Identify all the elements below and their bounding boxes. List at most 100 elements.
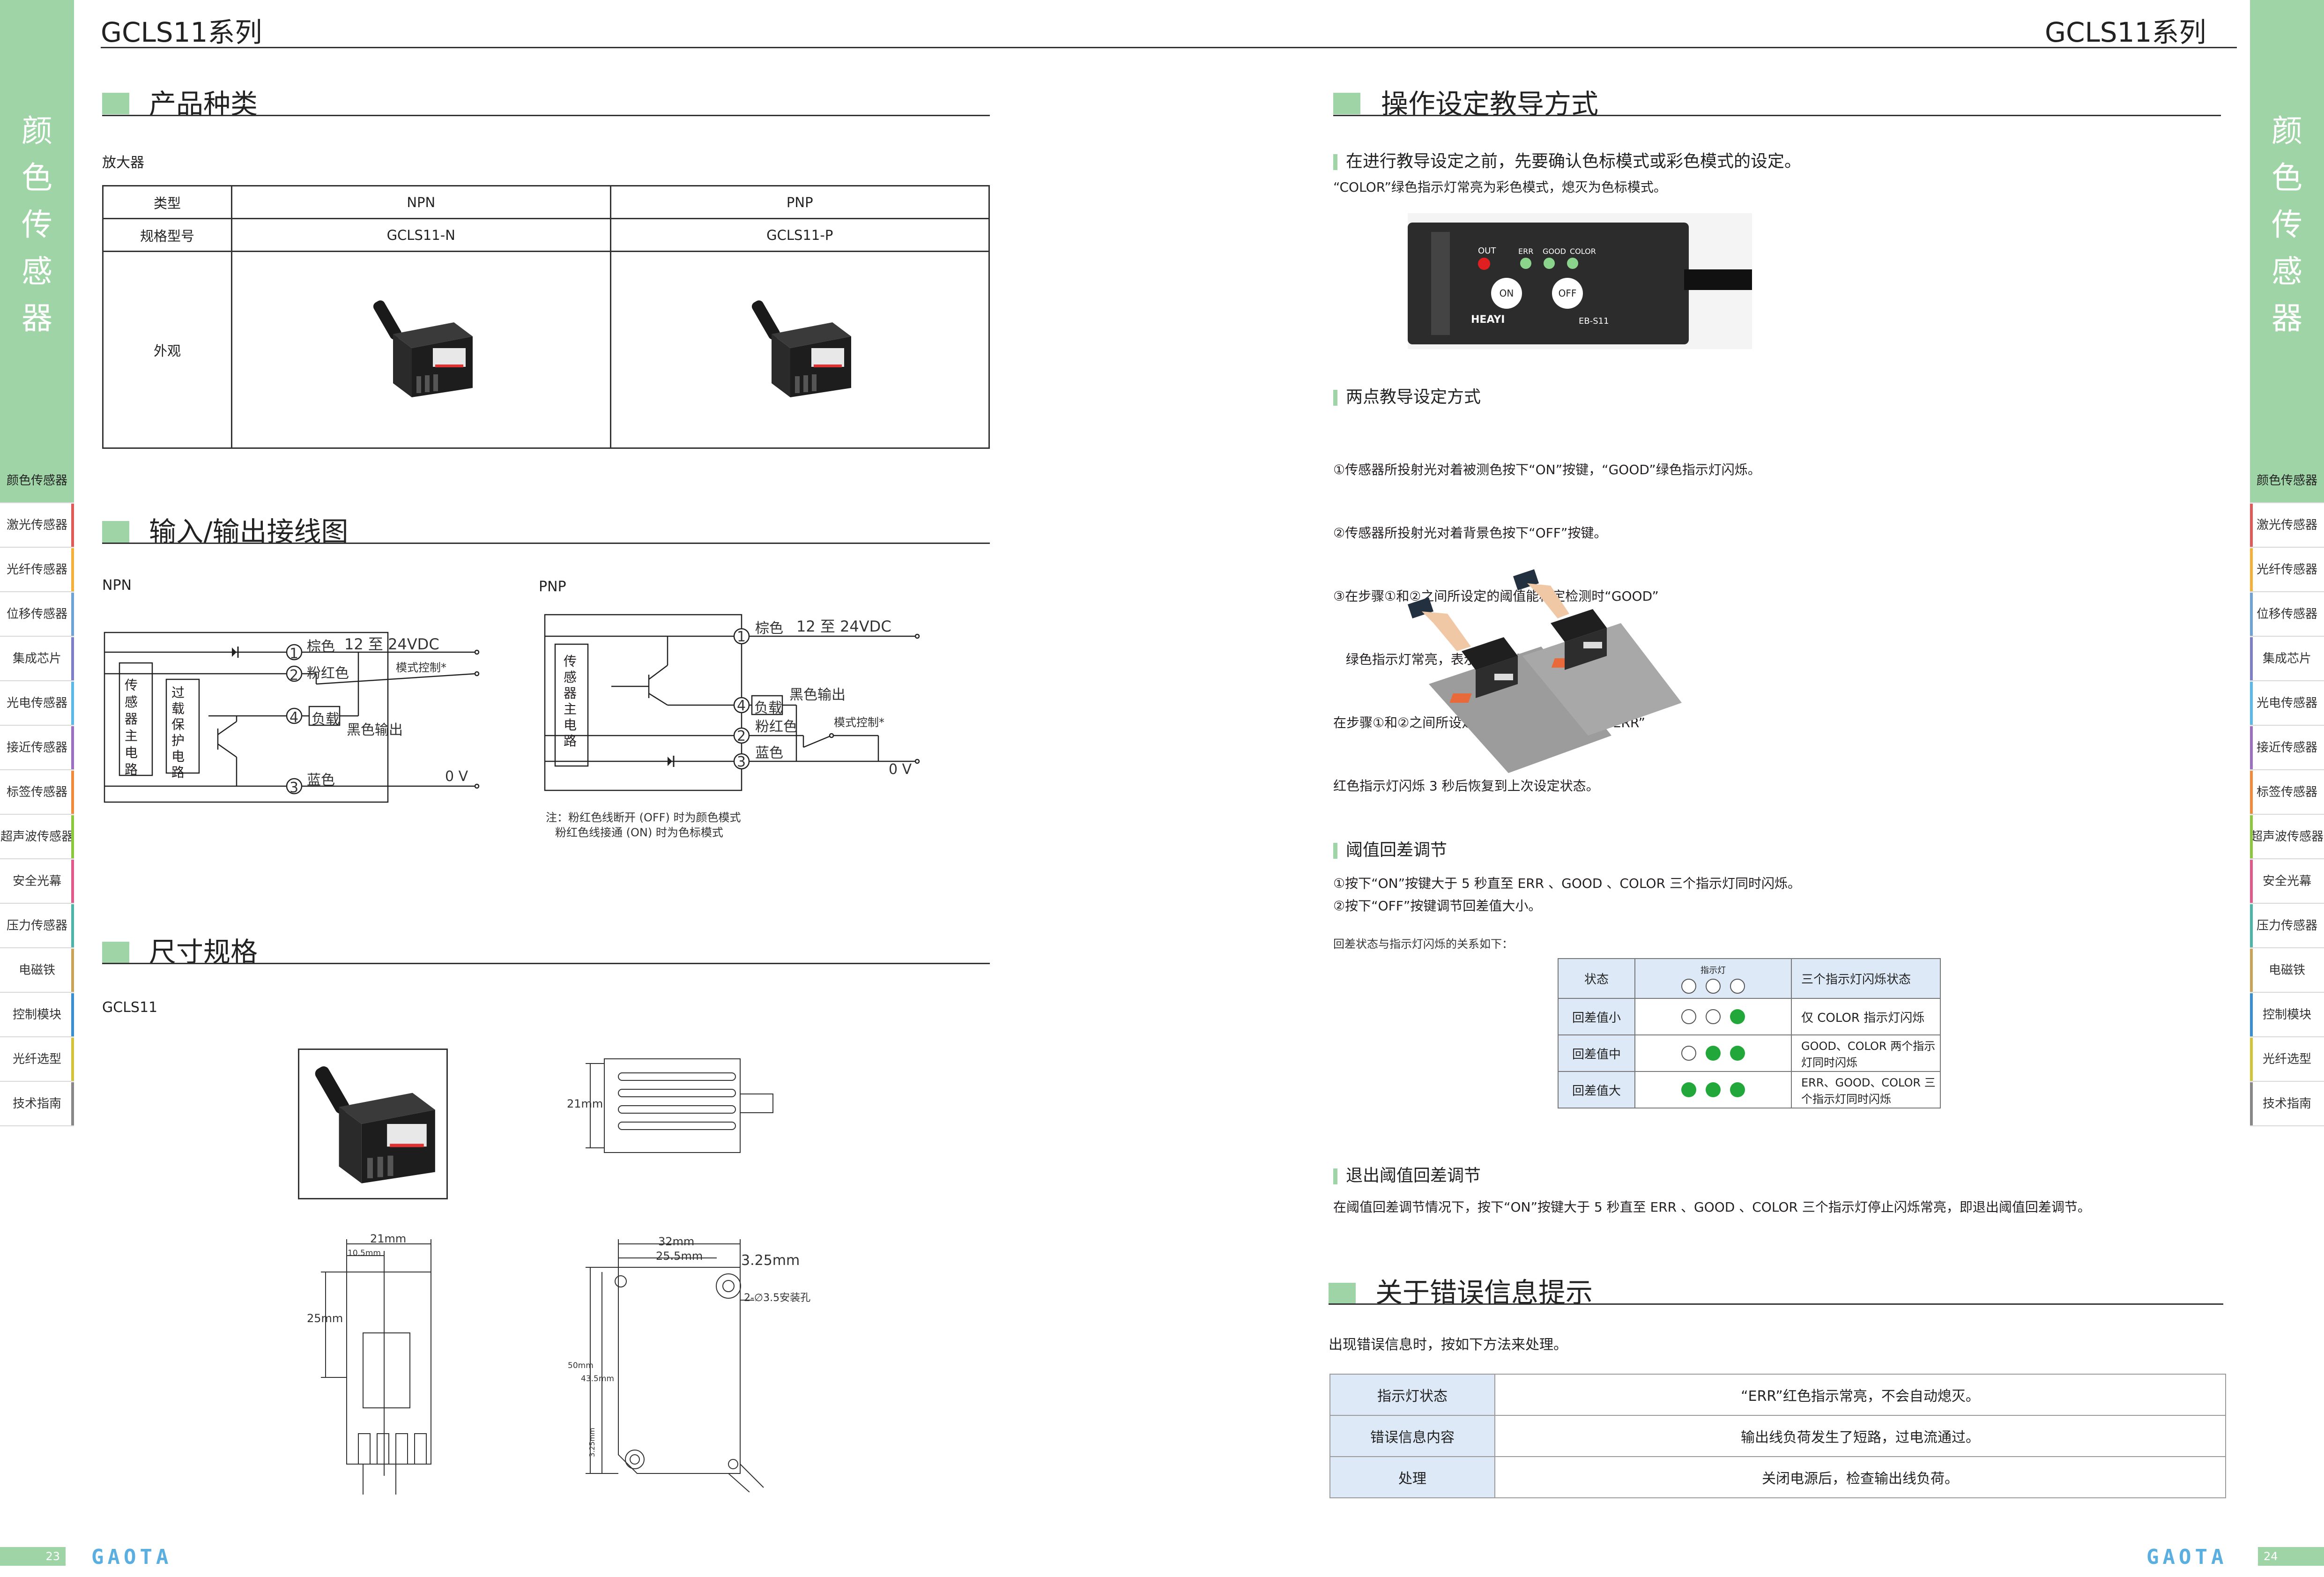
pnp-blue: 蓝色 <box>755 745 783 761</box>
brand-logo-right: GAOTA <box>2146 1545 2227 1569</box>
sidebar-item[interactable]: 技术指南 <box>0 1082 74 1126</box>
right-sidebar: 颜 色 传 感 器 颜色传感器激光传感器光纤传感器位移传感器集成芯片光电传感器接… <box>2250 0 2324 1577</box>
sensor-photo-pnp <box>752 300 852 397</box>
sidebar-item[interactable]: 控制模块 <box>2250 993 2324 1037</box>
device-on-button[interactable]: ON <box>1491 278 1522 309</box>
section-rule <box>1333 115 2221 116</box>
led-icon <box>1730 1009 1745 1024</box>
device-model: EB-S11 <box>1579 316 1609 326</box>
device-off-button[interactable]: OFF <box>1552 278 1583 309</box>
sidebar-item-label: 控制模块 <box>2262 1008 2311 1022</box>
teach-intro-heading: 在进行教导设定之前，先要确认色标模式或彩色模式的设定。 <box>1333 148 1801 172</box>
dim-25-5mm: 25.5mm <box>656 1250 703 1263</box>
sidebar-item[interactable]: 位移传感器 <box>2250 593 2324 637</box>
sidebar-item[interactable]: 集成芯片 <box>2250 637 2324 681</box>
cell-npn: NPN <box>231 185 611 219</box>
dim-32mm: 32mm <box>658 1235 695 1248</box>
npn-pin1: 1 <box>290 646 299 662</box>
sidebar-item-label: 位移传感器 <box>2256 607 2317 621</box>
table-row: 指示灯状态 “ERR”红色指示常亮，不会自动熄灭。 <box>1329 1374 2226 1416</box>
color-led <box>1567 258 1578 269</box>
sidebar-item[interactable]: 超声波传感器 <box>2250 815 2324 859</box>
sidebar-item-label: 安全光幕 <box>12 874 61 888</box>
sidebar-item[interactable]: 光电传感器 <box>0 682 74 726</box>
header-rule <box>101 47 2237 48</box>
sidebar-item[interactable]: 接近传感器 <box>2250 726 2324 770</box>
pnp-mode: 模式控制* <box>834 716 884 729</box>
sidebar-item-color-bar <box>71 548 74 591</box>
section-rule <box>1329 1303 2223 1305</box>
sidebar-item[interactable]: 光纤选型 <box>2250 1038 2324 1082</box>
sidebar-item[interactable]: 光纤传感器 <box>0 548 74 592</box>
device-image: OUT ERR GOOD COLOR ON OFF HEAYI EB-S11 <box>1408 213 1752 349</box>
pnp-pink: 粉红色 <box>755 719 797 735</box>
sidebar-item[interactable]: 光纤选型 <box>0 1038 74 1082</box>
dim-3-25mm-b: 3.25mm <box>588 1428 596 1457</box>
sidebar-item[interactable]: 光电传感器 <box>2250 682 2324 726</box>
th-led-label: 指示灯 <box>1700 965 1726 975</box>
dim-mount-hole: 2-∅3.5安装孔 <box>744 1292 811 1304</box>
sidebar-item-color-bar <box>2250 726 2253 769</box>
sidebar-item[interactable]: 光纤传感器 <box>2250 548 2324 592</box>
led-icon <box>1681 1046 1696 1061</box>
device-brand: HEAYI <box>1471 314 1505 326</box>
sidebar-item-label: 电磁铁 <box>18 963 55 977</box>
sidebar-item[interactable]: 超声波传感器 <box>0 815 74 859</box>
products-table: 类型 NPN PNP 规格型号 GCLS11-N GCLS11-P 外观 <box>102 185 990 449</box>
two-point-line-3: ③在步骤①和②之间所设定的阈值能稳定检测时“GOOD” <box>1333 588 1659 604</box>
sidebar-item-color-bar <box>2250 459 2253 502</box>
sidebar-item-color-bar <box>2250 904 2253 947</box>
pnp-zero: 0 V <box>889 761 912 778</box>
sidebar-item[interactable]: 安全光幕 <box>0 860 74 904</box>
sidebar-item[interactable]: 安全光幕 <box>2250 860 2324 904</box>
sidebar-item[interactable]: 标签传感器 <box>2250 771 2324 815</box>
out-led <box>1478 258 1490 270</box>
sidebar-item-label: 安全光幕 <box>2262 874 2311 888</box>
led-cell <box>1634 1071 1792 1108</box>
pnp-wiring-diagram <box>544 614 920 791</box>
led-icon <box>1706 1009 1721 1024</box>
sidebar-item[interactable]: 电磁铁 <box>2250 949 2324 993</box>
sidebar-item[interactable]: 激光传感器 <box>2250 504 2324 548</box>
sidebar-item[interactable]: 电磁铁 <box>0 949 74 993</box>
device-color-label: COLOR <box>1570 247 1596 256</box>
sidebar-item[interactable]: 控制模块 <box>0 993 74 1037</box>
section-marker <box>102 93 129 114</box>
npn-zero: 0 V <box>445 768 468 785</box>
sidebar-item[interactable]: 压力传感器 <box>2250 904 2324 948</box>
teaching-illustration <box>1408 569 1682 773</box>
pnp-label: PNP <box>539 579 566 595</box>
sidebar-item-label: 光纤选型 <box>2262 1052 2311 1066</box>
section-rule <box>102 115 990 116</box>
sidebar-item[interactable]: 激光传感器 <box>0 504 74 548</box>
sidebar-item[interactable]: 压力传感器 <box>0 904 74 948</box>
sidebar-item[interactable]: 颜色传感器 <box>0 459 74 503</box>
sidebar-item[interactable]: 颜色传感器 <box>2250 459 2324 503</box>
pnp-pin2: 2 <box>737 728 746 744</box>
dimensions-model: GCLS11 <box>102 999 158 1016</box>
cell-model-n: GCLS11-N <box>231 218 611 252</box>
led-good-icon <box>1706 978 1721 994</box>
header-left-title: GCLS11系列 <box>101 16 262 48</box>
sidebar-item-label: 技术指南 <box>2262 1097 2311 1111</box>
sensor-photo-npn <box>373 300 473 397</box>
sidebar-item[interactable]: 位移传感器 <box>0 593 74 637</box>
sidebar-item-label: 颜色传感器 <box>2256 474 2317 488</box>
device-body <box>1408 223 1689 344</box>
vertical-title: 颜 色 传 感 器 <box>2272 113 2302 336</box>
sidebar-item-color-bar <box>2250 637 2253 680</box>
bullet-marker <box>1333 154 1337 170</box>
section-title-products: 产品种类 <box>149 88 258 120</box>
sidebar-item-color-bar <box>71 993 74 1036</box>
sidebar-item[interactable]: 技术指南 <box>2250 1082 2324 1126</box>
two-point-line-1: ①传感器所投射光对着被测色按下“ON”按键，“GOOD”绿色指示灯闪烁。 <box>1333 462 1761 477</box>
table-row: 错误信息内容 输出线负荷发生了短路，过电流通过。 <box>1329 1415 2226 1457</box>
section-title-wiring: 输入/输出接线图 <box>149 516 349 548</box>
error-label-cell: 错误信息内容 <box>1329 1415 1495 1457</box>
sidebar-item[interactable]: 集成芯片 <box>0 637 74 681</box>
sidebar-item[interactable]: 接近传感器 <box>0 726 74 770</box>
led-cell <box>1634 1034 1792 1072</box>
sidebar-item-color-bar <box>2250 1038 2253 1081</box>
sidebar-item[interactable]: 标签传感器 <box>0 771 74 815</box>
error-value-cell: 关闭电源后，检查输出线负荷。 <box>1494 1456 2226 1498</box>
